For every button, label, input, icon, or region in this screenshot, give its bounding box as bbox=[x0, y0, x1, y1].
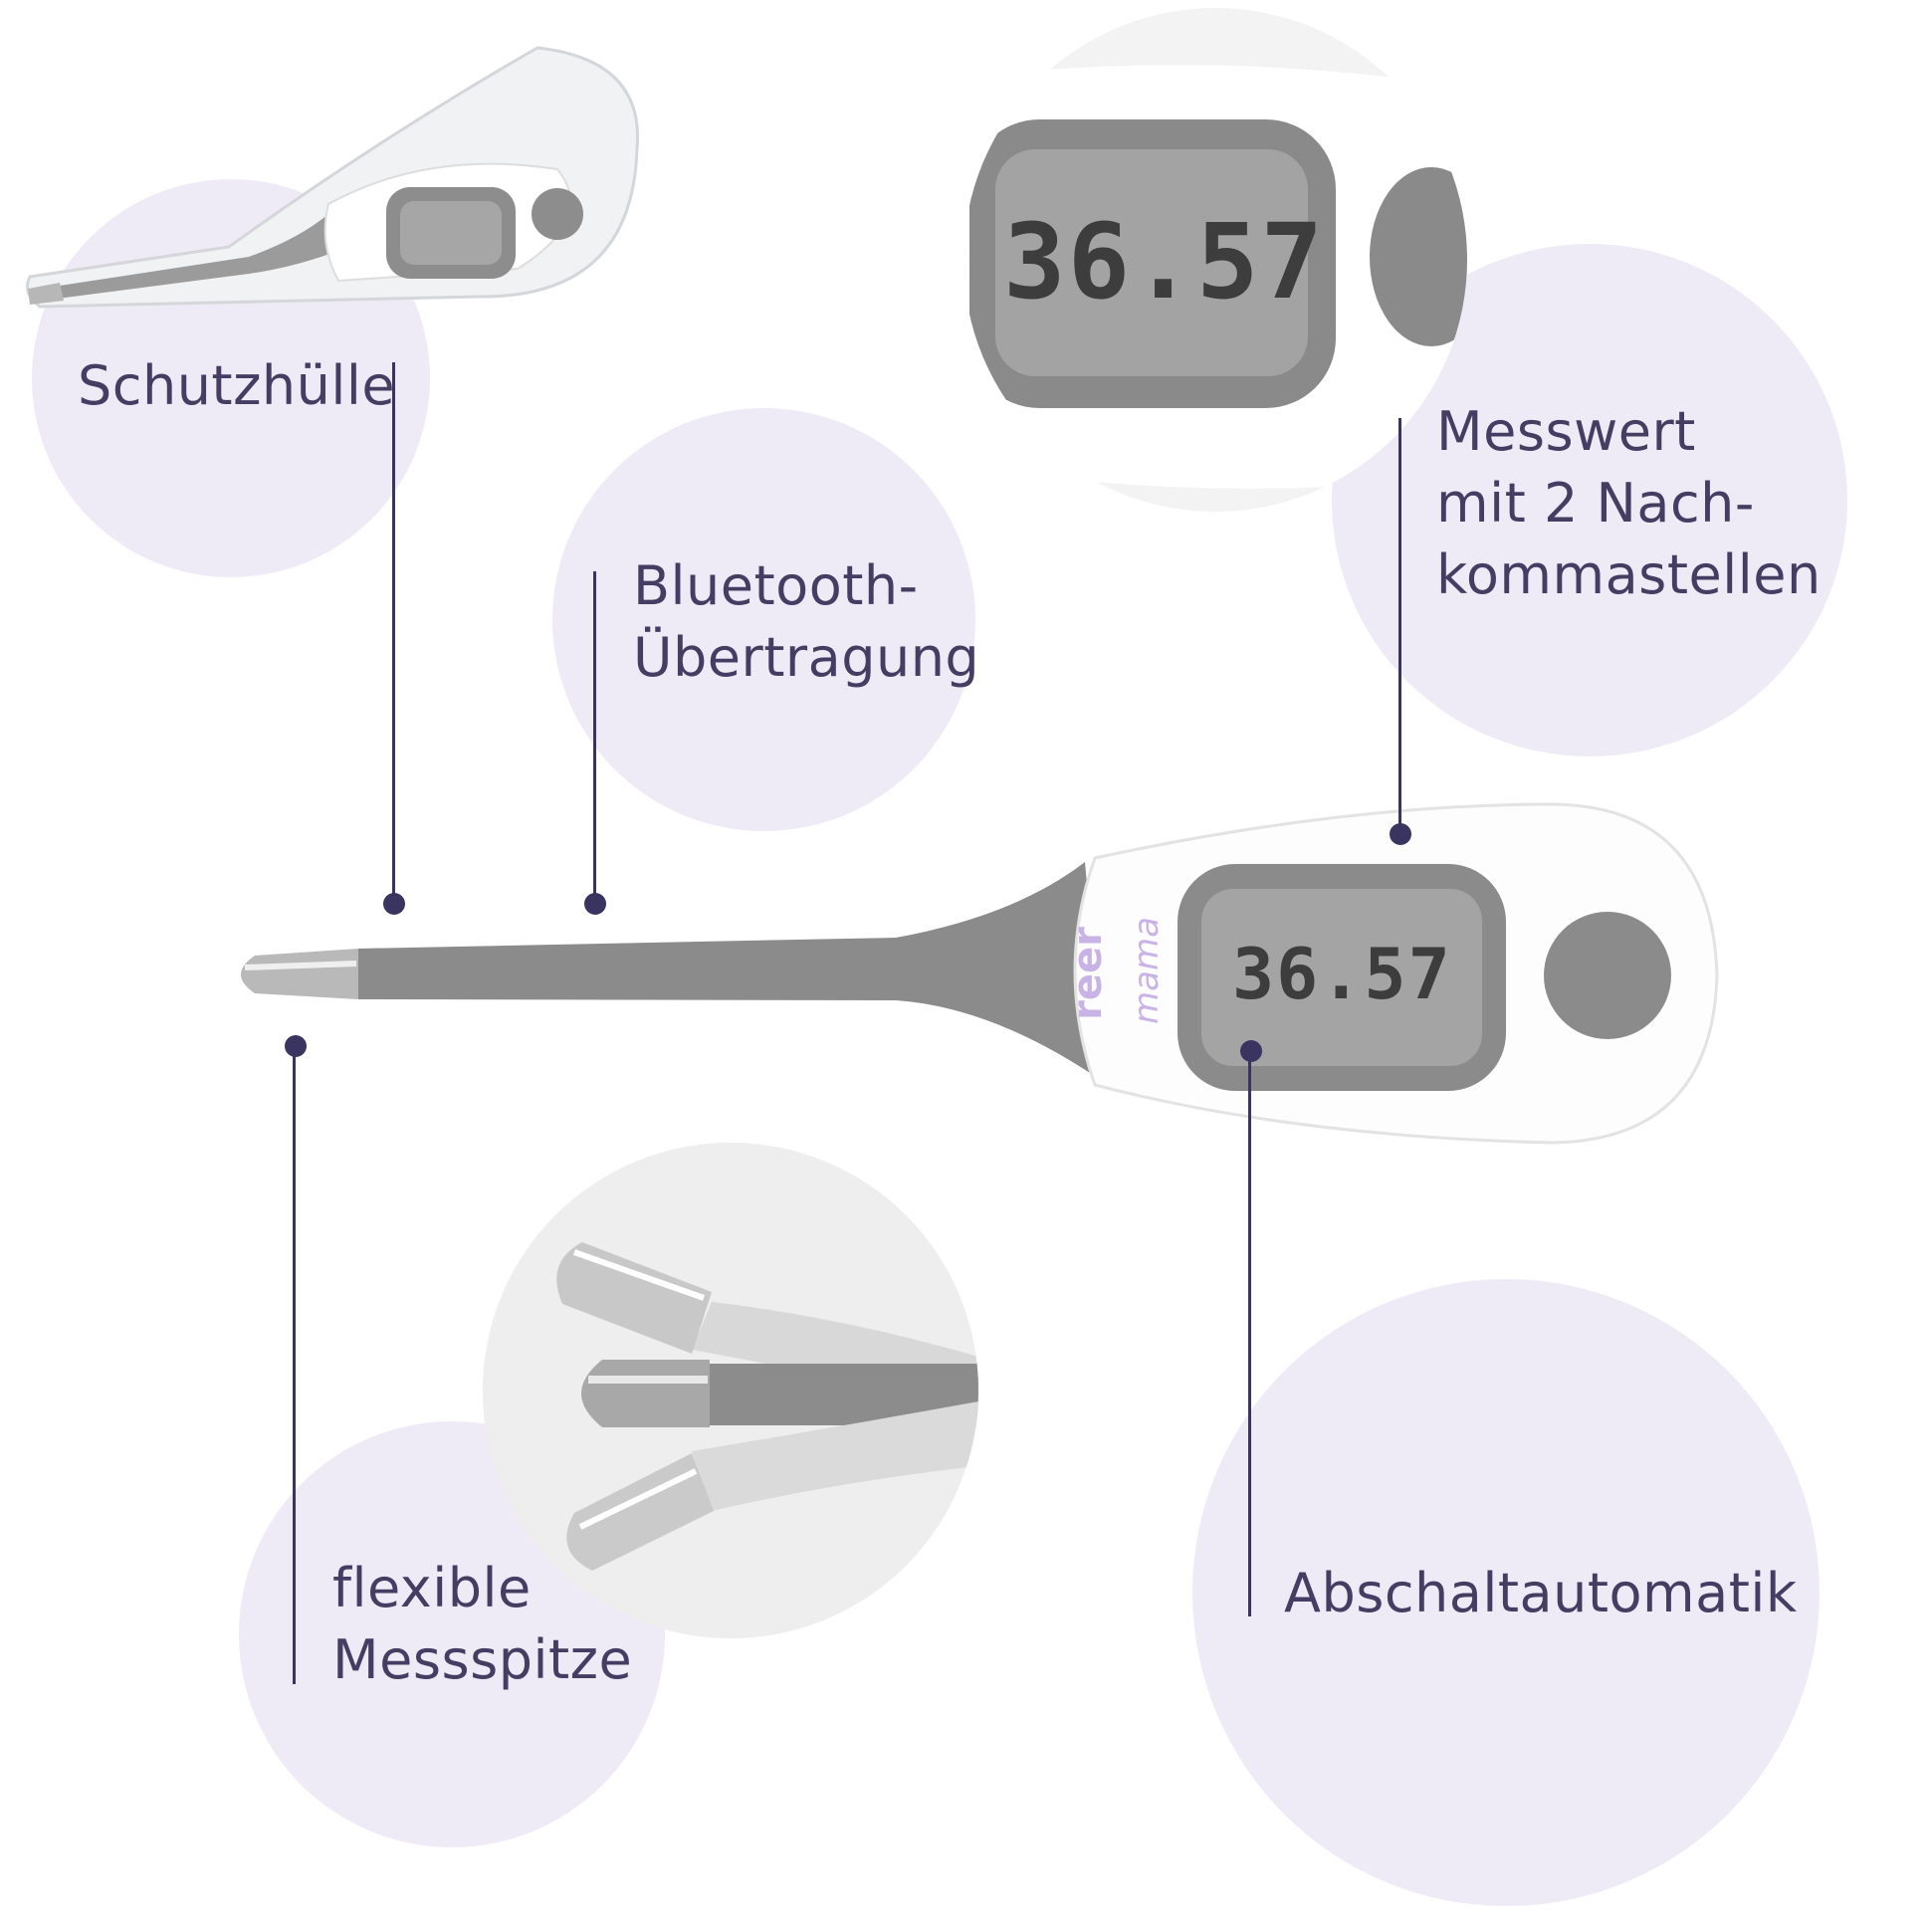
label-line: mit 2 Nach- bbox=[1436, 472, 1755, 535]
callout-line-auto-off bbox=[1248, 1053, 1251, 1616]
label-line: flexible bbox=[332, 1557, 532, 1619]
label-line: Schutzhülle bbox=[78, 354, 396, 417]
label-line: kommastellen bbox=[1436, 543, 1822, 606]
label-line: Übertragung bbox=[633, 626, 980, 689]
bubble-bluetooth bbox=[552, 408, 975, 831]
callout-dot-tip bbox=[285, 1035, 307, 1057]
display-zoom-photo: 36.57 bbox=[964, 8, 1467, 512]
brand-logo-mama: mama bbox=[1126, 917, 1167, 1024]
callout-dot-case bbox=[383, 893, 405, 915]
callout-line-bluetooth bbox=[593, 571, 596, 902]
lcd-reading-main: 36.57 bbox=[1232, 934, 1452, 1015]
label-bluetooth: Bluetooth- Übertragung bbox=[633, 550, 979, 694]
brand-logo-reer: reer bbox=[1064, 927, 1111, 1020]
label-line: Messspitze bbox=[332, 1628, 633, 1691]
label-protective-case: Schutzhülle bbox=[78, 350, 395, 422]
callout-line-case bbox=[392, 362, 395, 902]
label-line: Bluetooth- bbox=[633, 554, 919, 617]
lcd-reading-zoom: 36.57 bbox=[1003, 201, 1326, 322]
callout-dot-reading bbox=[1390, 823, 1411, 845]
callout-line-tip bbox=[293, 1047, 296, 1684]
label-line: Messwert bbox=[1436, 400, 1696, 463]
callout-dot-auto-off bbox=[1240, 1040, 1262, 1062]
callout-line-reading bbox=[1398, 418, 1401, 832]
label-reading-decimals: Messwert mit 2 Nach- kommastellen bbox=[1436, 396, 1822, 611]
bubble-auto-off bbox=[1192, 1279, 1820, 1906]
label-flexible-tip: flexible Messspitze bbox=[332, 1553, 632, 1696]
flexible-tips-photo bbox=[483, 1143, 978, 1638]
label-auto-off: Abschaltautomatik bbox=[1284, 1558, 1798, 1629]
label-line: Abschaltautomatik bbox=[1284, 1562, 1798, 1624]
callout-dot-bluetooth bbox=[584, 893, 606, 915]
